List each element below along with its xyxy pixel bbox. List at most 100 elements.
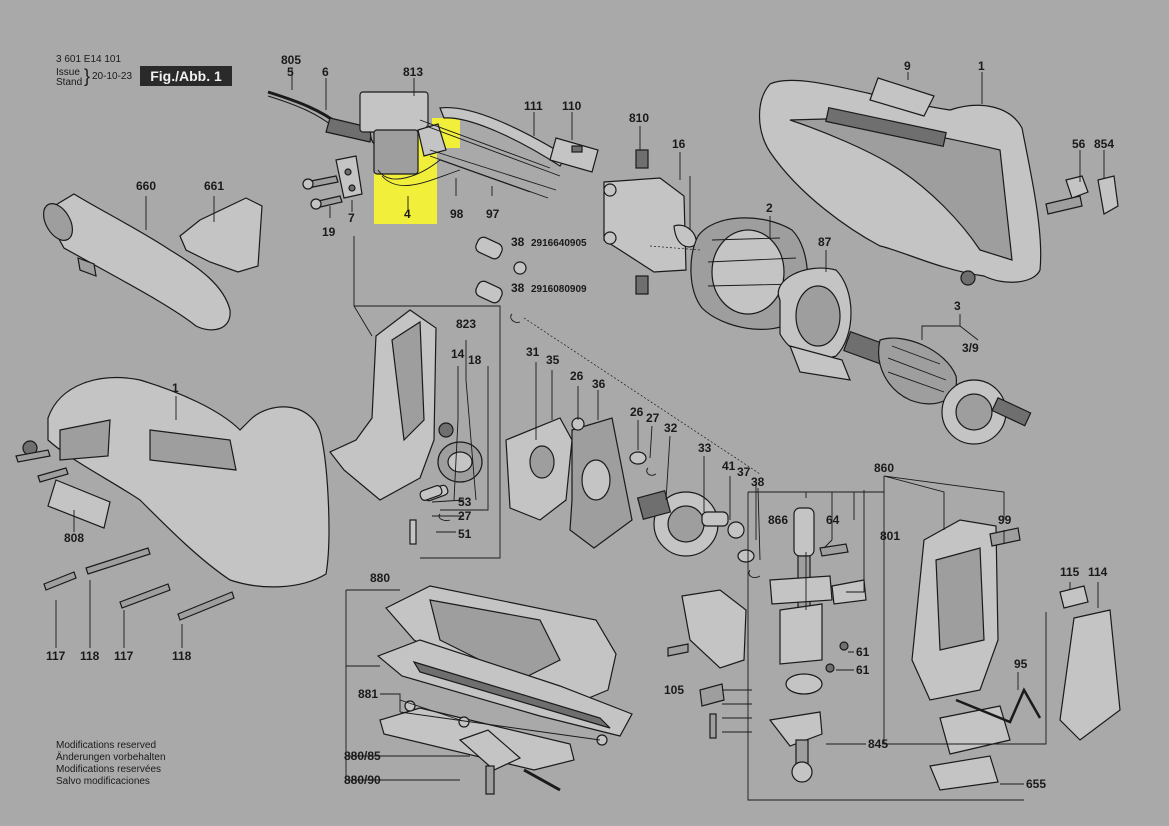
part-label: 880/90: [344, 773, 381, 787]
part-label: 845: [868, 737, 888, 751]
part-label: 661: [204, 179, 224, 193]
gasket-31: [505, 417, 573, 521]
part-label: 41: [722, 459, 736, 473]
parts-56-854: [1045, 175, 1119, 215]
part-label: 805: [281, 53, 301, 67]
note-line: Modifications reservées: [56, 764, 162, 775]
note-line: Änderungen vorbehalten: [56, 752, 166, 763]
guard-661: [179, 197, 263, 273]
part-label: 38: [751, 475, 765, 489]
part-label: 801: [880, 529, 900, 543]
part-label: 64: [826, 513, 840, 527]
part-label: 14: [451, 347, 465, 361]
doc-number: 3 601 E14 101: [56, 54, 122, 65]
part-label: 1: [172, 381, 179, 395]
figure-label: Fig./Abb. 1: [140, 66, 232, 86]
part-label: 3: [954, 299, 961, 313]
part-label: 118: [80, 649, 100, 663]
part-label: 9: [904, 59, 911, 73]
part-label: 61: [856, 645, 870, 659]
part-label: 808: [64, 531, 84, 545]
part-label: 117: [46, 649, 66, 663]
stand-label: Stand: [56, 77, 83, 88]
part-label: 38: [511, 235, 525, 249]
part-code: 2916080909: [531, 284, 587, 295]
pin-53-51: [419, 485, 443, 501]
baffle-87: [777, 267, 852, 381]
part-label: 27: [646, 411, 660, 425]
part-label: 880: [370, 571, 390, 585]
brace: }: [84, 66, 91, 86]
stator-2: [690, 217, 809, 330]
part-label: 7: [348, 211, 355, 225]
part-label: 37: [737, 465, 751, 479]
part-label: 866: [768, 513, 788, 527]
part-label: 95: [1014, 657, 1028, 671]
leader-lines: [55, 68, 1105, 801]
part-label: 5: [287, 65, 294, 79]
part-label: 115: [1060, 565, 1080, 579]
screws-117-118: [15, 449, 235, 621]
part-label: 56: [1072, 137, 1086, 151]
guide-105: [667, 589, 747, 739]
label-9: [869, 77, 935, 117]
spring-95: [955, 687, 1042, 724]
part-label: 19: [322, 225, 336, 239]
housing-right-1: [759, 79, 1042, 286]
switch-114-115: [1059, 585, 1121, 741]
screws-881: [404, 700, 608, 746]
part-label: 53: [458, 495, 472, 509]
label-808: [47, 479, 111, 529]
part-labels: 805 5 6 813 111 110 810 16 9 1 56 854 66…: [46, 53, 1114, 791]
armature-3: [843, 330, 1032, 445]
part-label: 87: [818, 235, 832, 249]
note-line: Salvo modificaciones: [56, 776, 150, 787]
strain-relief-7: [335, 155, 363, 199]
plate-110: [549, 137, 599, 173]
part-label: 61: [856, 663, 870, 677]
gear-plate-36: [569, 417, 633, 549]
part-label: 880/85: [344, 749, 381, 763]
part-label: 18: [468, 353, 482, 367]
part-label: 26: [630, 405, 644, 419]
part-label: 16: [672, 137, 686, 151]
brush-holder-16: [603, 149, 697, 295]
note-line: Modifications reserved: [56, 740, 157, 751]
part-label: 823: [456, 317, 476, 331]
gearbox-801: [911, 519, 1021, 701]
part-label: 2: [766, 201, 773, 215]
part-label: 6: [322, 65, 329, 79]
part-label: 117: [114, 649, 134, 663]
dust-tube-660: [42, 193, 231, 331]
part-label: 881: [358, 687, 378, 701]
issue-date: 20-10-23: [92, 71, 133, 82]
gear-housing-823: [329, 309, 483, 545]
gear-33: [636, 490, 761, 579]
part-label: 813: [403, 65, 423, 79]
part-label: 51: [458, 527, 472, 541]
part-label: 3/9: [962, 341, 979, 355]
lever-880-90: [458, 729, 561, 795]
part-label: 114: [1088, 565, 1108, 579]
part-label: 99: [998, 513, 1012, 527]
part-label: 1: [978, 59, 985, 73]
screws-19: [302, 175, 343, 210]
part-label: 27: [458, 509, 472, 523]
pendulum-845: [768, 711, 823, 783]
part-label: 36: [592, 377, 606, 391]
part-label: 98: [450, 207, 464, 221]
part-label: 26: [570, 369, 584, 383]
part-label: 35: [546, 353, 560, 367]
pins-38: [475, 236, 527, 323]
part-label: 105: [664, 683, 684, 697]
part-label: 860: [874, 461, 894, 475]
part-code: 2916640905: [531, 238, 587, 249]
issue-label: Issue: [56, 67, 80, 78]
part-label: 31: [526, 345, 540, 359]
part-label: 854: [1094, 137, 1114, 151]
washers-26-27: [629, 451, 657, 476]
wires-97-98: [419, 119, 561, 199]
base-plate-880: [376, 585, 633, 737]
assembly-axis: [649, 245, 701, 251]
